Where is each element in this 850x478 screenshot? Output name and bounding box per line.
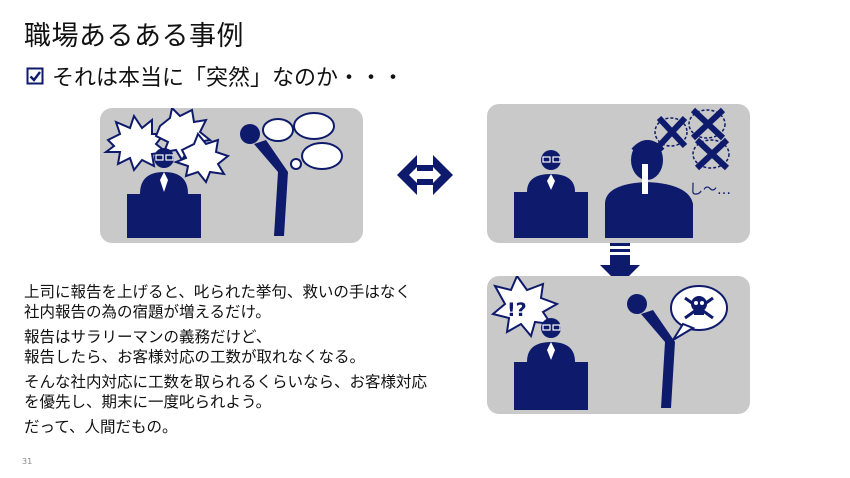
thought-bubbles-icon — [262, 112, 343, 170]
crossed-out-bubbles-icon — [654, 107, 730, 171]
boss-figure — [527, 318, 575, 362]
phone-employee-figure — [605, 140, 693, 238]
paragraph-1: 上司に報告を上げると、叱られた挙句、救いの手はなく 社内報告の為の宿題が増えるだ… — [24, 283, 411, 321]
subtitle-row: それは本当に「突然」なのか・・・ — [26, 60, 404, 92]
hush-speech-text: し～… — [689, 182, 731, 198]
paragraph-4: だって、人間だもの。 — [24, 418, 178, 436]
anger-burst-icon — [103, 108, 231, 184]
shock-burst-text: !? — [507, 299, 527, 321]
boss-figure — [140, 148, 188, 194]
boss-desk — [514, 362, 588, 410]
skull-icon — [684, 296, 714, 320]
shock-burst-icon: !? — [490, 276, 560, 339]
slide-title: 職場あるある事例 — [24, 21, 244, 52]
bowing-employee-figure — [627, 294, 675, 408]
panel-scolding-scene — [100, 108, 363, 243]
down-arrow-icon — [600, 243, 640, 285]
skull-bubble — [670, 285, 728, 341]
checkbox-icon — [26, 67, 44, 85]
boss-desk — [127, 194, 201, 238]
hushing-illustration: し～… — [514, 107, 731, 238]
boss-desk — [514, 192, 588, 238]
body-text: 上司に報告を上げると、叱られた挙句、救いの手はなく 社内報告の為の宿題が増えるだ… — [24, 282, 484, 442]
panel-hushing-scene: し～… — [487, 104, 750, 243]
paragraph-3: そんな社内対応に工数を取られるくらいなら、お客様対応 を優先し、期末に一度叱られ… — [24, 373, 428, 411]
scolding-illustration — [103, 108, 343, 238]
bowing-employee-figure — [240, 124, 288, 236]
slide-subtitle: それは本当に「突然」なのか・・・ — [52, 66, 405, 91]
boss-figure — [527, 150, 575, 192]
page-number: 31 — [22, 457, 33, 466]
consequence-illustration: !? — [490, 276, 728, 410]
paragraph-2: 報告はサラリーマンの義務だけど、 報告したら、お客様対応の工数が取れなくなる。 — [24, 328, 366, 366]
panel-consequence-scene: !? — [487, 276, 750, 414]
hush-finger — [642, 164, 648, 194]
swap-arrows-icon — [397, 155, 453, 195]
